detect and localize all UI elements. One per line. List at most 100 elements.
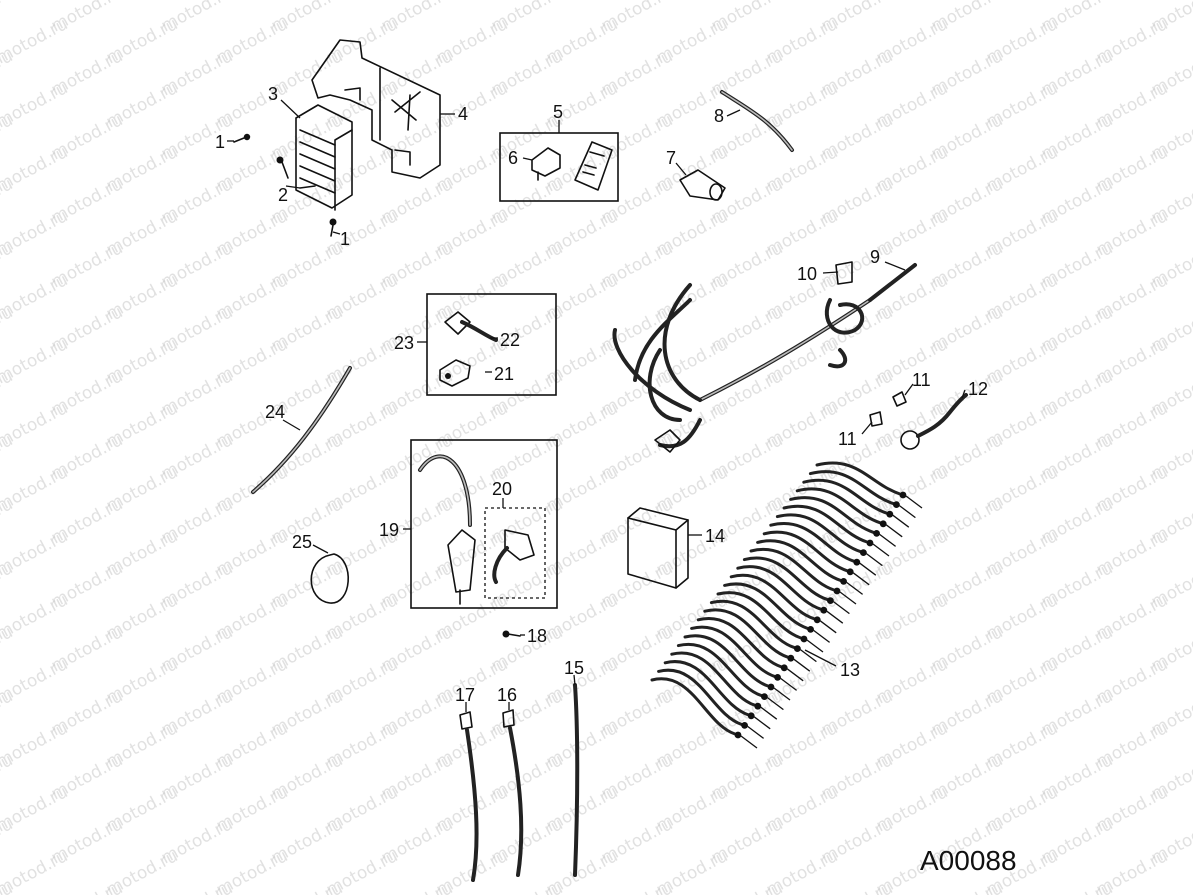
label-part-1-bottom: 1: [340, 229, 350, 249]
lead-wire: [690, 625, 777, 678]
lead-leader: [826, 610, 844, 624]
lead-leader: [813, 629, 830, 643]
lead-wire: [782, 504, 869, 544]
part-11-clip-upper: [892, 391, 907, 407]
part-16-wire: [502, 709, 524, 877]
label-part-4: 4: [458, 104, 468, 124]
watermark-text: motod.ru: [1038, 878, 1116, 895]
watermark-text: motod.ru: [708, 878, 786, 895]
lead-leader: [793, 658, 811, 672]
lead-terminal: [734, 731, 742, 739]
part-6-relay: [531, 147, 561, 181]
lead-wire: [775, 513, 862, 554]
lead-terminal: [846, 568, 854, 576]
lead-wire: [683, 634, 770, 688]
watermark-text: motod.ru: [928, 878, 1006, 895]
lead-leader: [819, 620, 837, 634]
screw-1-bottom: [329, 218, 337, 237]
part-21-cap: [439, 359, 471, 387]
lead-leader: [800, 649, 817, 663]
part-17-wire: [459, 711, 479, 882]
lead-terminal: [860, 549, 867, 556]
lead-wire: [789, 496, 876, 534]
label-part-23: 23: [394, 333, 414, 353]
part-22-switch: [444, 311, 498, 342]
watermark-text: motod.ru: [0, 0, 16, 36]
lead-terminal: [780, 664, 788, 672]
part-19-kit-box: [410, 439, 558, 609]
lead-wire: [808, 470, 895, 506]
label-part-19: 19: [379, 520, 399, 540]
part-8-cable: [720, 90, 794, 152]
lead-terminal: [747, 712, 755, 720]
lead-terminal: [741, 722, 748, 729]
lead-terminal: [820, 606, 828, 614]
lead-wire: [756, 539, 843, 582]
part-20-subbox: [484, 507, 546, 599]
part-9-main-harness: [612, 261, 917, 453]
part-5-module: [574, 141, 613, 191]
lead-wire: [762, 530, 849, 573]
figure-code: A00088: [920, 845, 1017, 876]
label-part-25: 25: [292, 532, 312, 552]
label-part-18: 18: [527, 626, 547, 646]
lead-wire: [802, 478, 889, 515]
label-part-7: 7: [666, 148, 676, 168]
lead-terminal: [893, 501, 900, 508]
lead-wire: [742, 556, 829, 602]
label-part-15: 15: [564, 658, 584, 678]
part-24-cable: [251, 366, 352, 494]
lead-terminal: [794, 645, 801, 652]
watermark-text: motod.ru: [488, 878, 566, 895]
lead-wire: [650, 677, 737, 736]
watermark-text: motod.ru: [268, 878, 346, 895]
part-20-plug-cap: [492, 529, 535, 584]
part-labels: 1 2 1 3 4 5 6 7 8 9 10 11 11 12 13 14 15…: [215, 84, 988, 705]
lead-leader: [905, 495, 923, 509]
part-4-bracket: [311, 39, 441, 179]
lead-terminal: [840, 578, 847, 585]
lead-wire: [723, 582, 810, 630]
label-part-2: 2: [278, 185, 288, 205]
watermark-text: motod.ru: [48, 878, 126, 895]
label-part-17: 17: [455, 685, 475, 705]
lead-leader: [866, 553, 883, 567]
label-part-3: 3: [268, 84, 278, 104]
lead-leader: [846, 581, 863, 595]
leader-lines: [227, 99, 966, 712]
lead-terminal: [800, 635, 808, 643]
screw-1-top: [233, 133, 251, 143]
lead-leader: [839, 591, 857, 605]
lead-terminal: [754, 702, 762, 710]
part-23-kit-box: [426, 293, 557, 396]
part-7-boot: [679, 169, 726, 201]
lead-terminal: [767, 683, 775, 691]
lead-leader: [780, 677, 797, 691]
label-part-16: 16: [497, 685, 517, 705]
lead-wire: [815, 461, 902, 496]
part-14-unit: [627, 507, 689, 589]
lead-terminal: [873, 530, 880, 537]
watermark-text: motod.ru: [378, 878, 456, 895]
label-part-20: 20: [492, 479, 512, 499]
lead-wire: [709, 599, 796, 650]
lead-terminal: [853, 558, 861, 566]
watermark-text: motod.ru: [1148, 878, 1193, 895]
lead-leader: [760, 706, 778, 720]
lead-wire: [769, 522, 856, 563]
lead-terminal: [787, 654, 795, 662]
lead-wire: [703, 608, 790, 659]
lead-terminal: [774, 674, 781, 681]
part-19-coil-lead: [418, 454, 476, 605]
lead-leader: [753, 716, 771, 730]
label-part-5: 5: [553, 102, 563, 122]
lead-terminal: [899, 491, 907, 499]
label-part-6: 6: [508, 148, 518, 168]
label-part-22: 22: [500, 330, 520, 350]
label-part-9: 9: [870, 247, 880, 267]
part-13-lead-set: [650, 461, 923, 749]
lead-terminal: [886, 510, 894, 518]
label-part-10: 10: [797, 264, 817, 284]
